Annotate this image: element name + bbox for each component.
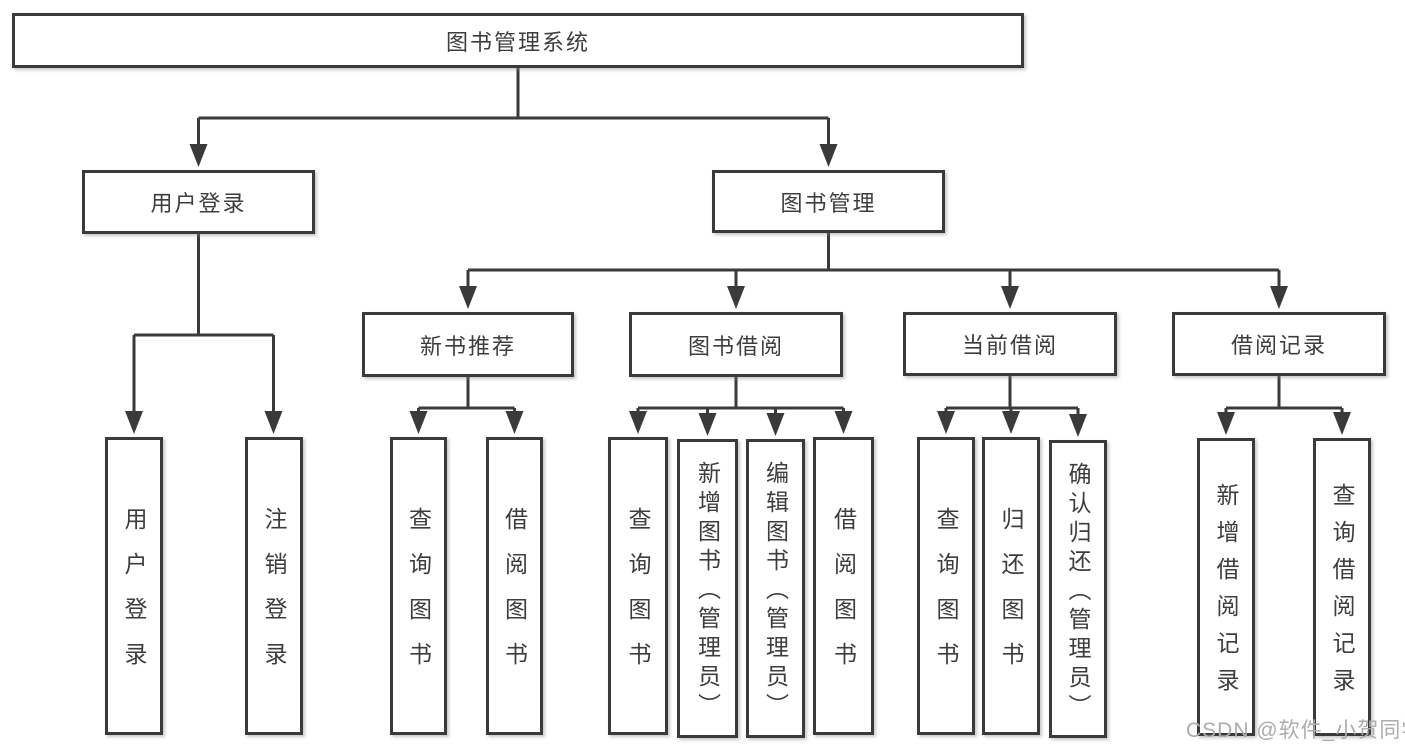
arrowhead-icon xyxy=(727,286,745,309)
node-nb-query-leaf-label: 查询图书 xyxy=(405,507,432,687)
arrowhead-icon xyxy=(505,411,524,434)
node-br-query-leaf: 查询借阅记录 xyxy=(1313,438,1371,736)
node-new-book-rec-label: 新书推荐 xyxy=(419,333,516,359)
node-cb-return-leaf: 归还图书 xyxy=(982,437,1040,735)
arrowhead-icon xyxy=(834,411,853,434)
node-book-borrow-label: 图书借阅 xyxy=(687,333,784,359)
node-book-mgmt-label: 图书管理 xyxy=(780,190,877,216)
node-nb-borrow-leaf: 借阅图书 xyxy=(486,437,543,735)
node-user-login-label: 用户登录 xyxy=(150,191,247,216)
node-nb-borrow-leaf-label: 借阅图书 xyxy=(501,507,528,687)
node-new-book-rec: 新书推荐 xyxy=(362,312,574,377)
arrowhead-icon xyxy=(189,144,208,167)
arrowhead-icon xyxy=(819,144,838,167)
node-bb-query-leaf: 查询图书 xyxy=(608,437,668,735)
edge-userlogin-to-children xyxy=(132,234,275,417)
node-nb-query-leaf: 查询图书 xyxy=(390,437,447,735)
node-book-borrow: 图书借阅 xyxy=(629,312,843,377)
edge-bookmgmt-to-level3 xyxy=(466,233,1281,292)
node-cb-query-leaf-label: 查询图书 xyxy=(933,507,959,687)
node-root-label: 图书管理系统 xyxy=(445,29,590,55)
node-user-login-leaf: 用户登录 xyxy=(105,437,163,735)
arrowhead-icon xyxy=(264,411,283,434)
arrowhead-icon xyxy=(1270,286,1288,309)
node-bb-edit-leaf: 编辑图书（管理员） xyxy=(746,439,805,738)
node-cb-confirm-leaf-label: 确认归还（管理员） xyxy=(1065,461,1091,723)
arrowhead-icon xyxy=(1333,412,1351,435)
node-bb-query-leaf-label: 查询图书 xyxy=(625,507,651,687)
arrowhead-icon xyxy=(1069,414,1087,437)
edge-newbookrec-to-children xyxy=(417,377,516,417)
node-borrow-records: 借阅记录 xyxy=(1172,312,1386,376)
node-cb-confirm-leaf: 确认归还（管理员） xyxy=(1049,440,1107,738)
node-br-query-leaf-label: 查询借阅记录 xyxy=(1329,483,1355,705)
watermark: CSDN @软件_小贺同学 xyxy=(1186,719,1405,742)
node-book-mgmt: 图书管理 xyxy=(712,170,945,233)
node-bb-add-leaf-label: 新增图书（管理员） xyxy=(694,461,721,722)
arrowhead-icon xyxy=(1001,286,1019,309)
node-user-login-leaf-label: 用户登录 xyxy=(121,507,147,687)
node-root: 图书管理系统 xyxy=(12,13,1024,68)
edge-root-to-level2 xyxy=(197,68,830,150)
node-borrow-records-label: 借阅记录 xyxy=(1230,333,1327,358)
node-br-add-leaf: 新增借阅记录 xyxy=(1197,438,1255,736)
edge-bookborrow-to-children xyxy=(636,377,845,419)
arrowhead-icon xyxy=(629,411,647,434)
arrowhead-icon xyxy=(766,413,785,436)
arrowhead-icon xyxy=(698,413,717,436)
node-logout-leaf: 注销登录 xyxy=(245,437,303,735)
node-br-add-leaf-label: 新增借阅记录 xyxy=(1213,483,1239,705)
node-user-login: 用户登录 xyxy=(82,170,315,234)
node-bb-edit-leaf-label: 编辑图书（管理员） xyxy=(762,461,789,722)
node-bb-add-leaf: 新增图书（管理员） xyxy=(677,439,738,738)
arrowhead-icon xyxy=(937,411,955,434)
arrowhead-icon xyxy=(1217,412,1235,435)
node-current-borrow: 当前借阅 xyxy=(903,312,1117,376)
node-logout-leaf-label: 注销登录 xyxy=(261,507,287,687)
node-bb-borrow-leaf: 借阅图书 xyxy=(813,437,874,735)
node-bb-borrow-leaf-label: 借阅图书 xyxy=(830,507,857,687)
node-current-borrow-label: 当前借阅 xyxy=(961,333,1058,358)
arrowhead-icon xyxy=(1002,411,1020,434)
node-cb-query-leaf: 查询图书 xyxy=(917,437,975,735)
arrowhead-icon xyxy=(125,411,143,434)
arrowhead-icon xyxy=(459,286,477,309)
node-cb-return-leaf-label: 归还图书 xyxy=(998,507,1024,687)
arrowhead-icon xyxy=(409,411,428,434)
edge-borrowrecords-to-children xyxy=(1224,376,1344,418)
